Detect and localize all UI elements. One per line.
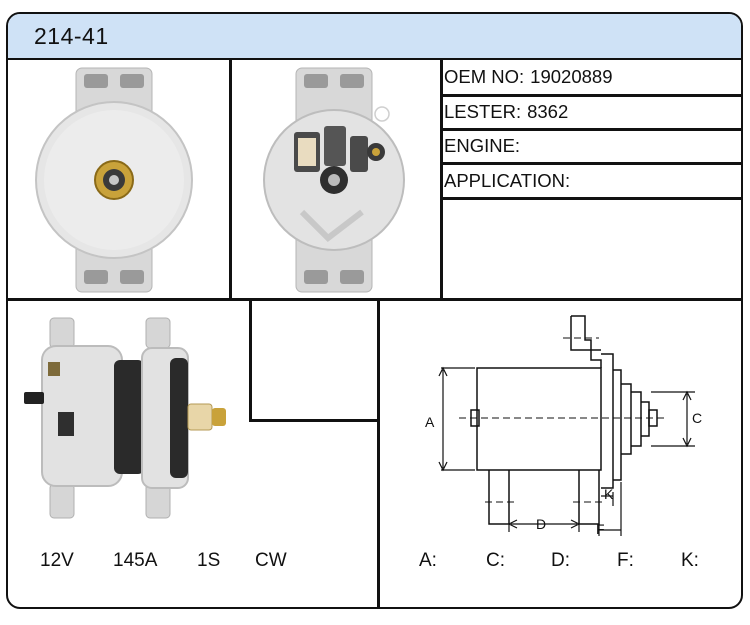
application-field: APPLICATION: xyxy=(444,170,582,192)
divider-photo2 xyxy=(440,60,443,300)
oem-no-label: OEM NO: xyxy=(444,66,525,87)
divider-bottom-mid xyxy=(377,298,380,607)
voltage-rating: 12V xyxy=(40,550,74,571)
dim-label-f: F xyxy=(596,521,605,537)
dim-label-k: K xyxy=(604,486,614,502)
dim-field-k: K: xyxy=(681,550,699,571)
dim-field-d: D: xyxy=(551,550,570,571)
divider-engine xyxy=(440,162,741,165)
dim-label-d: D xyxy=(536,516,547,532)
rotation-direction: CW xyxy=(255,550,287,571)
dimension-diagram xyxy=(438,315,695,536)
lester-label: LESTER: xyxy=(444,101,522,122)
dim-label-c: C xyxy=(692,410,703,426)
divider-photo1 xyxy=(229,60,232,300)
alternator-side-photo xyxy=(24,317,226,519)
divider-oem xyxy=(440,94,741,97)
header-bar: 214-41 xyxy=(8,14,741,60)
amperage-rating: 145A xyxy=(113,550,158,571)
divider-blank-left xyxy=(249,298,252,421)
divider-middle xyxy=(8,298,741,301)
engine-field: ENGINE: xyxy=(444,135,532,157)
dim-field-c: C: xyxy=(486,550,505,571)
oem-no-field: OEM NO:19020889 xyxy=(444,66,618,88)
application-label: APPLICATION: xyxy=(444,170,571,191)
dim-field-a: A: xyxy=(419,550,437,571)
part-number-title: 214-41 xyxy=(34,23,109,49)
dim-label-a: A xyxy=(425,414,435,430)
lester-value: 8362 xyxy=(527,101,569,122)
alternator-front-photo xyxy=(35,67,193,293)
oem-no-value: 19020889 xyxy=(530,66,613,87)
divider-blank-bottom xyxy=(249,419,379,422)
lester-field: LESTER:8362 xyxy=(444,101,574,123)
divider-application xyxy=(440,197,741,200)
alternator-rear-photo xyxy=(263,67,405,293)
product-card: 214-41 xyxy=(6,12,743,609)
dim-field-f: F: xyxy=(617,550,634,571)
pulley-type: 1S xyxy=(197,550,221,571)
divider-lester xyxy=(440,128,741,131)
engine-label: ENGINE: xyxy=(444,135,521,156)
